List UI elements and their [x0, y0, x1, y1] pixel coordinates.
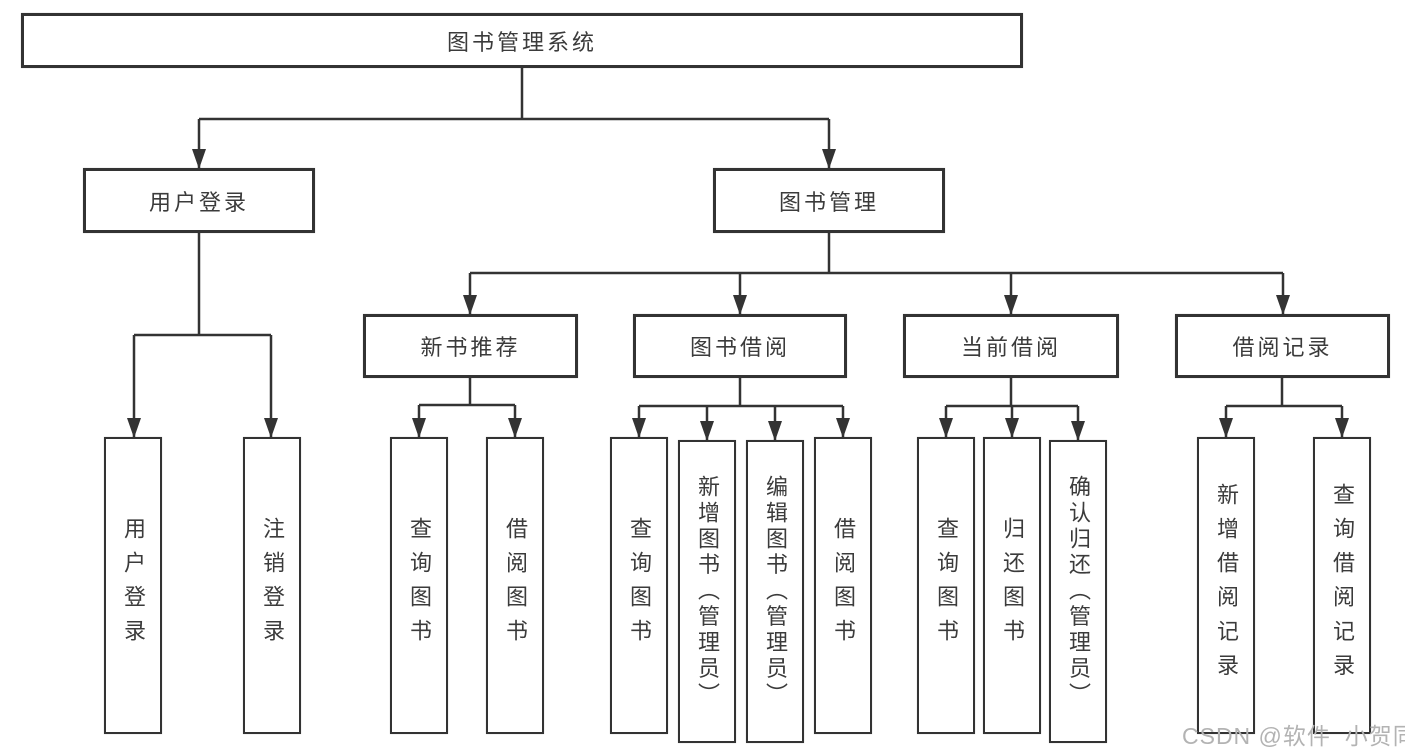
node-label: 借阅记录	[1232, 335, 1333, 360]
leaf-user-login: 用户登录	[104, 437, 162, 734]
node-label: 新书推荐	[420, 335, 521, 360]
leaf-confirm-return-admin: 确认归还（管理员）	[1049, 440, 1107, 743]
leaf-query-books-recommend: 查询图书	[390, 437, 448, 734]
node-current-borrow: 当前借阅	[903, 314, 1119, 378]
watermark: CSDN @软件_小贺同学	[1182, 723, 1405, 747]
leaf-add-book-admin: 新增图书（管理员）	[678, 440, 736, 743]
node-book-management: 图书管理	[713, 168, 945, 233]
leaf-return-books: 归还图书	[983, 437, 1041, 734]
node-label: 编辑图书（管理员）	[763, 474, 788, 709]
node-label: 确认归还（管理员）	[1066, 474, 1091, 709]
node-user-login: 用户登录	[83, 168, 315, 233]
node-label: 借阅图书	[831, 517, 856, 654]
leaf-query-books-borrow: 查询图书	[610, 437, 668, 734]
node-label: 归还图书	[1000, 517, 1025, 654]
leaf-add-borrow-record: 新增借阅记录	[1197, 437, 1255, 734]
leaf-borrow-books: 借阅图书	[814, 437, 872, 734]
leaf-borrow-books-recommend: 借阅图书	[486, 437, 544, 734]
leaf-logout: 注销登录	[243, 437, 301, 734]
node-label: 查询借阅记录	[1330, 483, 1355, 688]
leaf-edit-book-admin: 编辑图书（管理员）	[746, 440, 804, 743]
node-label: 注销登录	[260, 517, 285, 654]
node-book-borrow: 图书借阅	[633, 314, 847, 378]
node-label: 当前借阅	[960, 335, 1061, 360]
node-label: 用户登录	[121, 517, 146, 654]
node-label: 用户登录	[148, 189, 249, 215]
leaf-query-borrow-record: 查询借阅记录	[1313, 437, 1371, 734]
node-label: 借阅图书	[503, 517, 528, 654]
node-new-book-recommend: 新书推荐	[363, 314, 578, 378]
node-label: 图书管理	[778, 189, 879, 215]
node-borrow-records: 借阅记录	[1175, 314, 1390, 378]
node-label: 查询图书	[407, 517, 432, 654]
node-label: 图书管理系统	[446, 29, 597, 55]
node-label: 图书借阅	[689, 335, 790, 360]
node-label: 新增借阅记录	[1214, 483, 1239, 688]
leaf-query-books-current: 查询图书	[917, 437, 975, 734]
node-label: 查询图书	[934, 517, 959, 654]
node-label: 新增图书（管理员）	[695, 474, 720, 709]
node-label: 查询图书	[627, 517, 652, 654]
node-library-management-system: 图书管理系统	[21, 13, 1023, 68]
